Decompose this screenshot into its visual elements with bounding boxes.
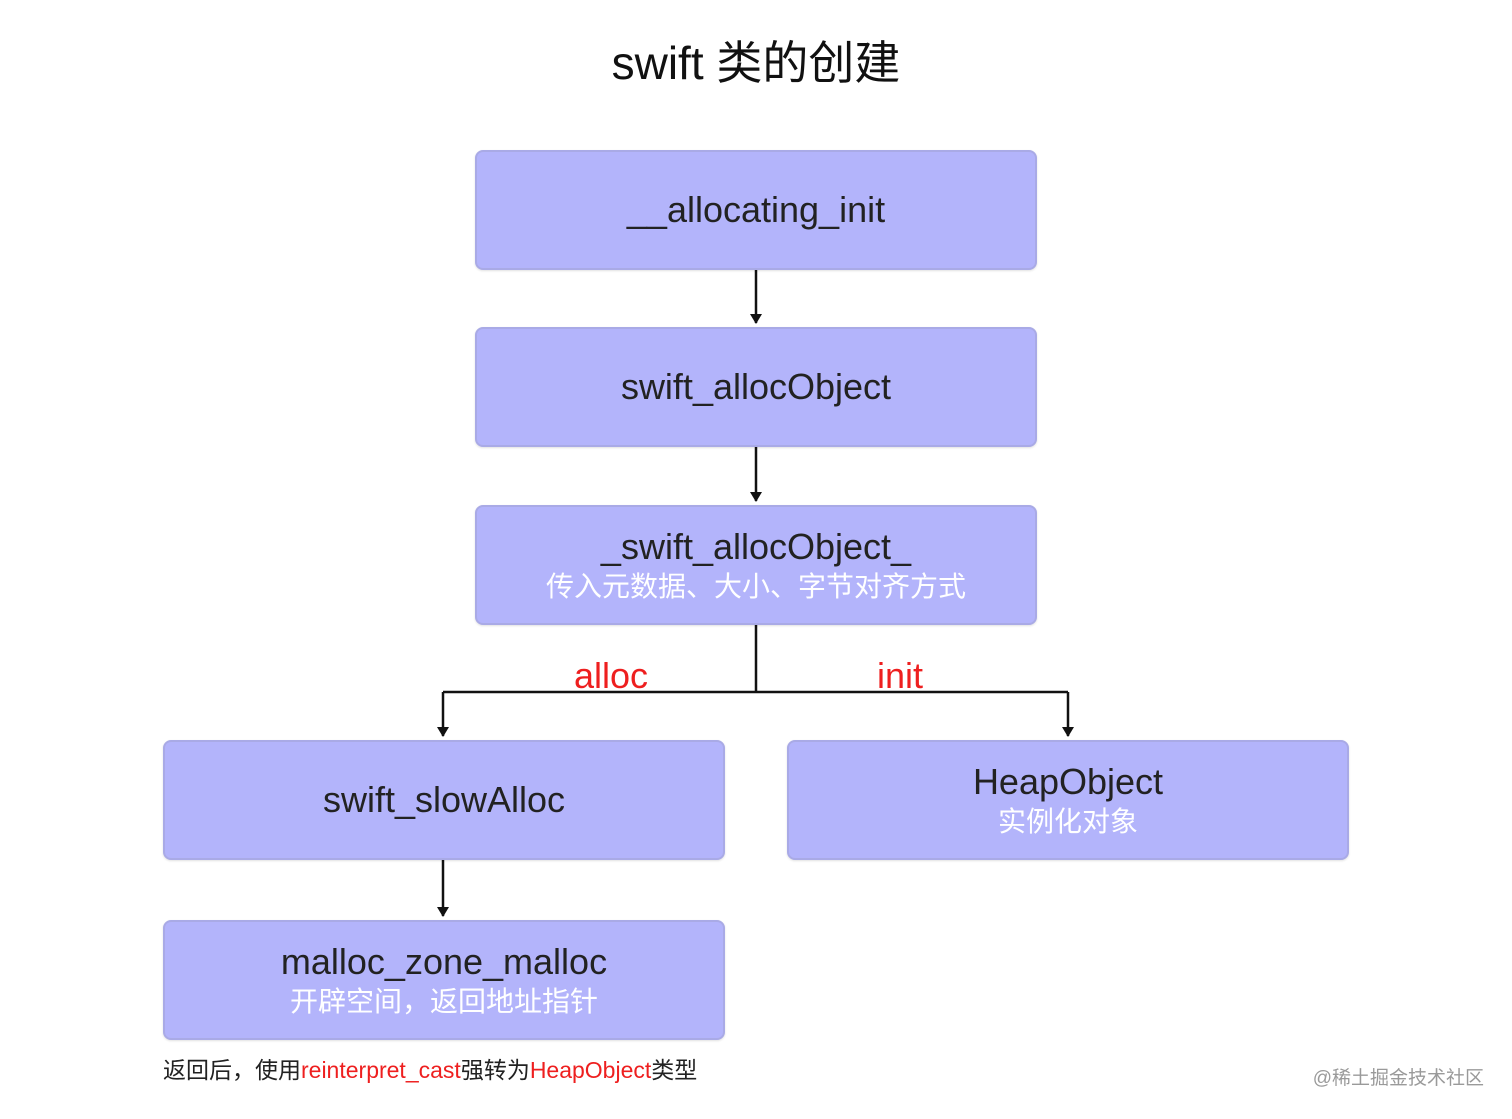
footnote-text: 强转为 [460, 1057, 530, 1083]
node-malloc-zone-malloc: malloc_zone_malloc 开辟空间，返回地址指针 [163, 920, 725, 1040]
edge-label-alloc: alloc [574, 655, 649, 696]
node-heapobject: HeapObject 实例化对象 [787, 740, 1349, 860]
diagram-title: swift 类的创建 [611, 37, 901, 89]
node-label: __allocating_init [626, 189, 886, 230]
node-label: HeapObject [972, 761, 1164, 802]
node-sublabel: 传入元数据、大小、字节对齐方式 [545, 571, 966, 602]
edge-label-init: init [877, 655, 924, 696]
watermark: @稀土掘金技术社区 [1312, 1068, 1484, 1089]
node-label: malloc_zone_malloc [280, 941, 608, 982]
node-swift-slowalloc: swift_slowAlloc [163, 740, 725, 860]
node-sublabel: 实例化对象 [997, 806, 1138, 837]
node-label: swift_slowAlloc [322, 779, 566, 820]
footnote-text: 返回后，使用 [163, 1057, 301, 1083]
footnote-highlight-heapobject: HeapObject [529, 1057, 652, 1083]
node-label: swift_allocObject [620, 366, 892, 407]
node-swift-allocobject: swift_allocObject [475, 327, 1037, 447]
node-swift-allocobject-internal: _swift_allocObject_ 传入元数据、大小、字节对齐方式 [475, 505, 1037, 625]
node-label: _swift_allocObject_ [600, 526, 912, 567]
node-allocating-init: __allocating_init [475, 150, 1037, 270]
footnote-highlight-cast: reinterpret_cast [301, 1057, 461, 1083]
node-sublabel: 开辟空间，返回地址指针 [289, 986, 598, 1017]
footnote-text: 类型 [651, 1057, 698, 1083]
footnote: 返回后，使用reinterpret_cast强转为HeapObject类型 [163, 1054, 697, 1086]
